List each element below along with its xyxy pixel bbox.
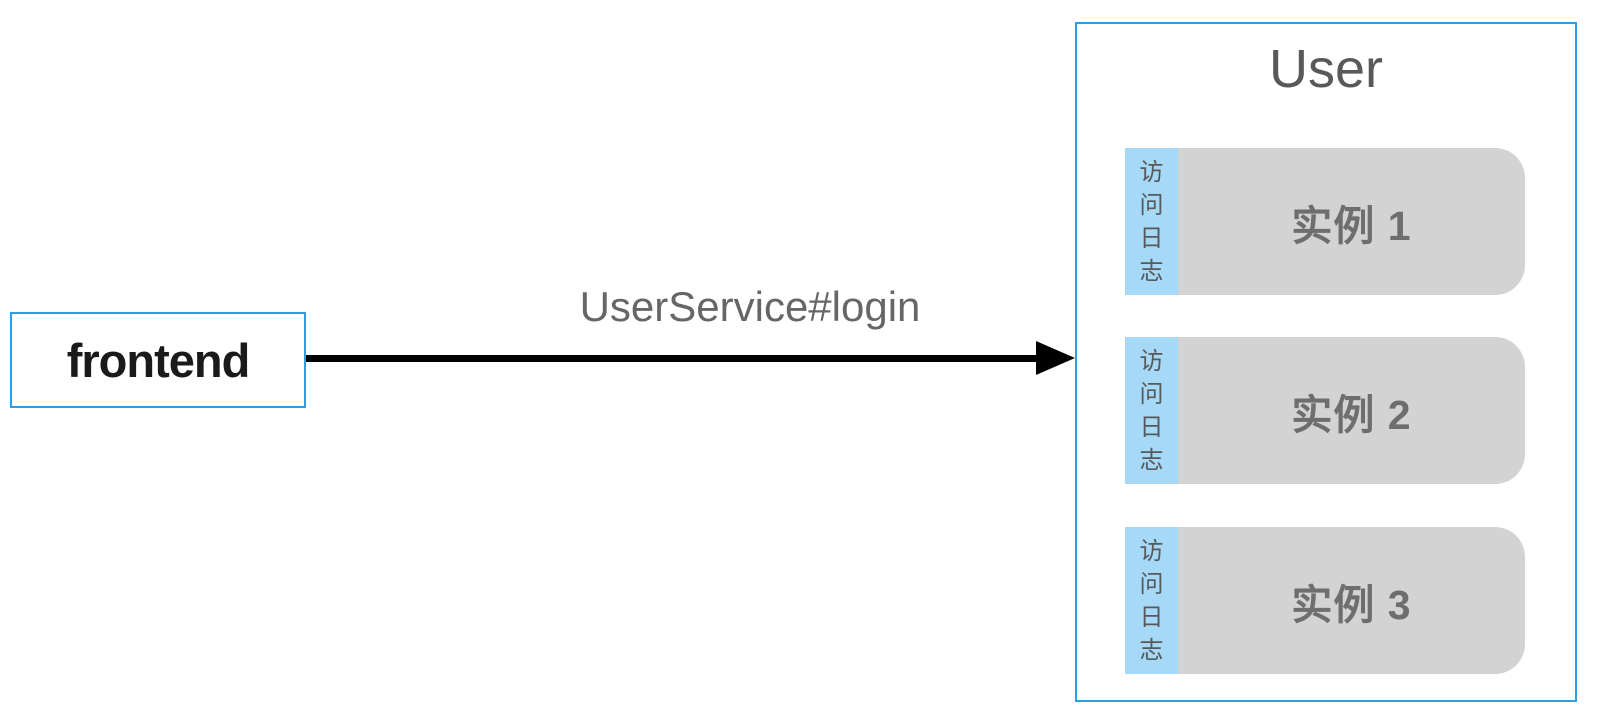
arrow-line	[306, 355, 1038, 362]
arrow-label: UserService#login	[579, 283, 921, 330]
instance-node-2: 实例 2	[1178, 337, 1525, 484]
instance-label-3: 实例 3	[1291, 581, 1412, 628]
arrow-head-icon	[1036, 341, 1075, 375]
instance-row-1: 访问日志 实例 1	[1125, 148, 1525, 295]
access-log-tab-1: 访问日志	[1125, 148, 1178, 295]
access-log-tab-2-label: 访问日志	[1139, 347, 1164, 474]
access-log-tab-2: 访问日志	[1125, 337, 1178, 484]
instance-row-2: 访问日志 实例 2	[1125, 337, 1525, 484]
instance-node-1: 实例 1	[1178, 148, 1525, 295]
instance-label-2: 实例 2	[1291, 391, 1412, 438]
instance-label-1: 实例 1	[1291, 202, 1412, 249]
access-log-tab-3-label: 访问日志	[1139, 537, 1164, 664]
frontend-node: frontend	[10, 312, 306, 408]
access-log-tab-3: 访问日志	[1125, 527, 1178, 674]
user-container-title: User	[1268, 39, 1383, 99]
user-container: User 访问日志 实例 1 访问日志 实例 2 访问日志 实例 3	[1075, 22, 1577, 702]
instance-node-3: 实例 3	[1178, 527, 1525, 674]
frontend-label: frontend	[66, 333, 251, 387]
access-log-tab-1-label: 访问日志	[1139, 158, 1164, 285]
instance-row-3: 访问日志 实例 3	[1125, 527, 1525, 674]
